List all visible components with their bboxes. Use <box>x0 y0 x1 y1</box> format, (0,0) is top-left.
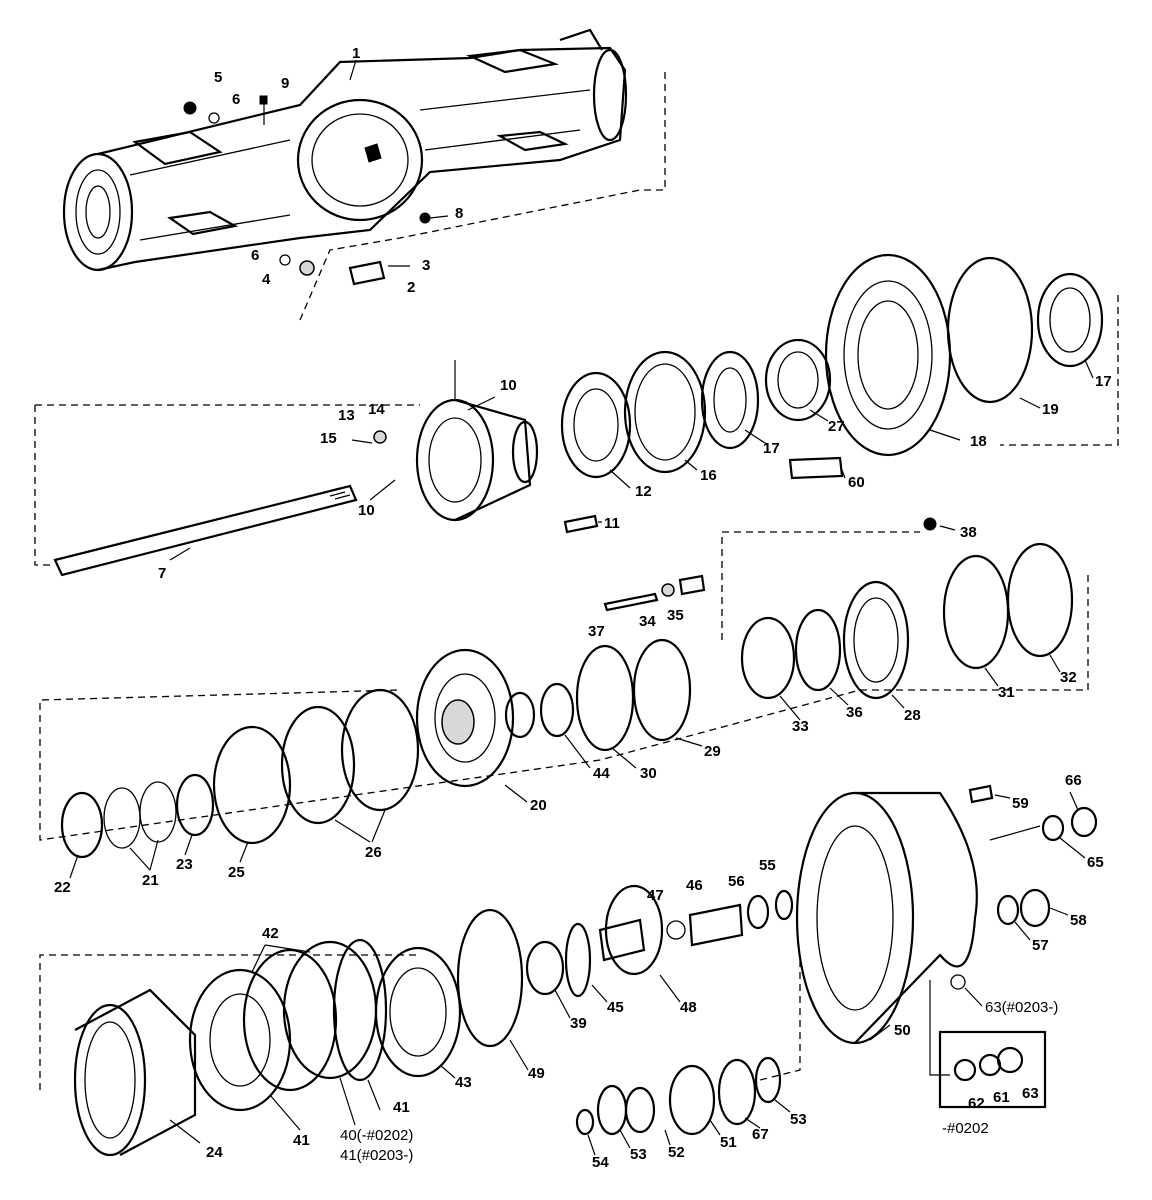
callout-31: 31 <box>998 684 1015 701</box>
callout-13: 13 <box>338 407 355 424</box>
callout-labels: 1 2 3 4 5 6 6 7 8 9 10 10 11 12 13 14 15… <box>54 45 1112 1171</box>
callout-32: 32 <box>1060 669 1077 686</box>
callout-33: 33 <box>792 718 809 735</box>
callout-57: 57 <box>1032 937 1049 954</box>
callout-27: 27 <box>828 418 845 435</box>
callout-53b: 53 <box>790 1111 807 1128</box>
callout-47: 47 <box>647 887 664 904</box>
callout-48: 48 <box>680 999 697 1016</box>
group-bracket-1 <box>299 72 666 321</box>
group-bracket-4 <box>39 954 801 1090</box>
callout-46: 46 <box>686 877 703 894</box>
axle-shaft <box>53 484 358 577</box>
hub-and-bearings <box>351 253 1104 534</box>
callout-40: 40(-#0202) <box>340 1127 413 1144</box>
leader-lines <box>69 359 1094 1156</box>
brake-assembly <box>73 784 1098 1157</box>
callout-28: 28 <box>904 707 921 724</box>
callout-1: 1 <box>352 45 360 62</box>
callout-45: 45 <box>607 999 624 1016</box>
callout-65: 65 <box>1087 854 1104 871</box>
callout-11: 11 <box>604 515 620 532</box>
callout-2: 2 <box>407 279 415 296</box>
callout-14: 14 <box>368 401 385 418</box>
callout-21: 21 <box>142 872 159 889</box>
callout-43: 43 <box>455 1074 472 1091</box>
callout-3: 3 <box>422 257 430 274</box>
inset-box <box>938 1030 1047 1109</box>
callout-67: 67 <box>752 1126 769 1143</box>
callout-54: 54 <box>592 1154 609 1171</box>
callout-10b: 10 <box>358 502 375 519</box>
callout-63a: 63 <box>1022 1085 1039 1102</box>
callout-18: 18 <box>970 433 987 450</box>
callout-44: 44 <box>593 765 610 782</box>
callout-9: 9 <box>281 75 289 92</box>
callout-5: 5 <box>214 69 222 86</box>
callout-8: 8 <box>455 205 463 222</box>
callout-56: 56 <box>728 873 745 890</box>
callout-41b: 41 <box>293 1132 310 1149</box>
callout-25: 25 <box>228 864 245 881</box>
callout-6b: 6 <box>251 247 259 264</box>
callout-41a: 41 <box>393 1099 410 1116</box>
planetary-rings <box>60 517 1074 859</box>
callout-17a: 17 <box>763 440 780 457</box>
callout-39: 39 <box>570 1015 587 1032</box>
callout-34: 34 <box>639 613 656 630</box>
callout-4: 4 <box>262 271 271 288</box>
callout-15: 15 <box>320 430 337 447</box>
group-bracket-3 <box>39 531 1089 841</box>
callout-50: 50 <box>894 1022 911 1039</box>
callout-6a: 6 <box>232 91 240 108</box>
callout-7: 7 <box>158 565 166 582</box>
callout-26: 26 <box>365 844 382 861</box>
callout-23: 23 <box>176 856 193 873</box>
callout-24: 24 <box>206 1144 223 1161</box>
callout-29: 29 <box>704 743 721 760</box>
callout-58: 58 <box>1070 912 1087 929</box>
callout-59: 59 <box>1012 795 1029 812</box>
callout-55: 55 <box>759 857 776 874</box>
callout-17b: 17 <box>1095 373 1112 390</box>
callout-22: 22 <box>54 879 71 896</box>
callout-36: 36 <box>846 704 863 721</box>
callout-20: 20 <box>530 797 547 814</box>
axle-housing <box>62 28 628 272</box>
callout-37: 37 <box>588 623 605 640</box>
callout-52: 52 <box>668 1144 685 1161</box>
callout-19: 19 <box>1042 401 1059 418</box>
callout-61: 61 <box>993 1089 1010 1106</box>
callout-41c: 41(#0203-) <box>340 1147 413 1164</box>
callout-63b: 63(#0203-) <box>985 999 1058 1016</box>
group-bracket-2 <box>34 295 1119 566</box>
callout-12: 12 <box>635 483 652 500</box>
callout-62: 62 <box>968 1095 985 1112</box>
callout-10a: 10 <box>500 377 517 394</box>
callout-66: 66 <box>1065 772 1082 789</box>
callout-16: 16 <box>700 467 717 484</box>
callout-60: 60 <box>848 474 865 491</box>
inset-note: -#0202 <box>942 1120 989 1137</box>
callout-53a: 53 <box>630 1146 647 1163</box>
callout-38: 38 <box>960 524 977 541</box>
callout-35: 35 <box>667 607 684 624</box>
callout-49: 49 <box>528 1065 545 1082</box>
housing-hardware <box>183 59 449 286</box>
callout-42: 42 <box>262 925 279 942</box>
callout-30: 30 <box>640 765 657 782</box>
callout-51: 51 <box>720 1134 737 1151</box>
